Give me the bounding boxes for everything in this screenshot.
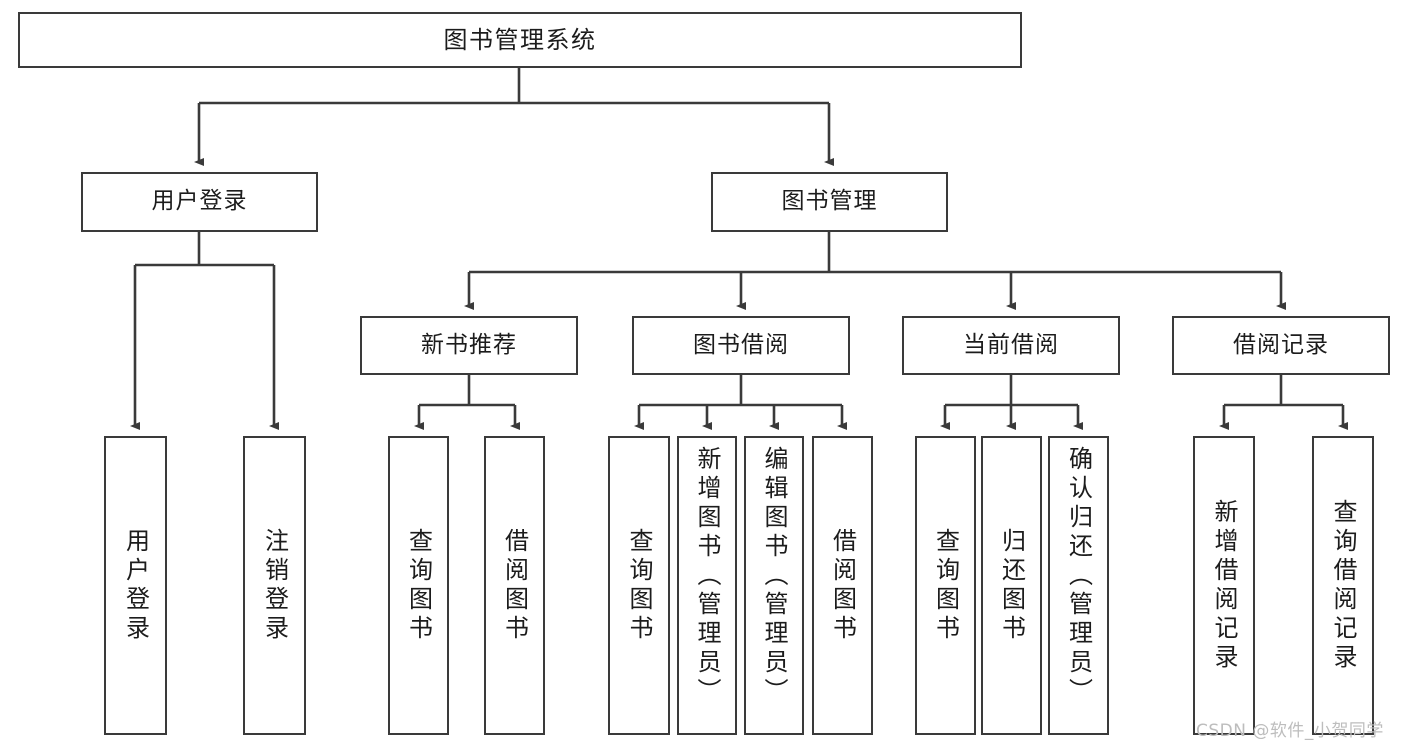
node-leaf-query-book-2[interactable]: 查询图书 [608,436,670,735]
node-label: 借阅图书 [500,527,529,644]
node-label: 确认归还（管理员） [1064,446,1093,707]
node-label: 查询借阅记录 [1329,498,1357,673]
node-label: 用户登录 [121,527,150,644]
node-label: 新增借阅记录 [1210,498,1238,673]
node-label: 用户登录 [151,188,248,215]
node-new-book-recommend[interactable]: 新书推荐 [360,316,578,375]
node-leaf-edit-book[interactable]: 编辑图书（管理员） [744,436,804,735]
node-leaf-borrow-book-2[interactable]: 借阅图书 [812,436,873,735]
node-leaf-logout-login[interactable]: 注销登录 [243,436,306,735]
node-label: 编辑图书（管理员） [760,446,788,707]
node-leaf-confirm-return[interactable]: 确认归还（管理员） [1048,436,1109,735]
node-leaf-borrow-book-1[interactable]: 借阅图书 [484,436,545,735]
node-label: 查询图书 [625,527,653,644]
node-label: 图书管理 [781,188,878,215]
node-borrow-record[interactable]: 借阅记录 [1172,316,1390,375]
node-root-system[interactable]: 图书管理系统 [18,12,1022,68]
node-label: 图书管理系统 [443,25,597,54]
node-label: 新增图书（管理员） [693,446,721,707]
node-label: 新书推荐 [421,331,517,358]
node-label: 图书借阅 [693,331,789,358]
csdn-watermark: CSDN @软件_小贺同学 [1196,721,1384,741]
node-label: 借阅图书 [828,527,857,644]
node-label: 查询图书 [931,527,960,644]
node-label: 借阅记录 [1233,331,1329,358]
node-label: 归还图书 [997,527,1026,644]
node-book-borrow[interactable]: 图书借阅 [632,316,850,375]
node-current-borrow[interactable]: 当前借阅 [902,316,1120,375]
node-leaf-query-book-1[interactable]: 查询图书 [388,436,449,735]
node-label: 注销登录 [260,527,289,644]
node-book-management[interactable]: 图书管理 [711,172,948,232]
node-label: 当前借阅 [963,331,1059,358]
node-label: 查询图书 [404,527,433,644]
node-leaf-query-book-3[interactable]: 查询图书 [915,436,976,735]
node-leaf-user-login[interactable]: 用户登录 [104,436,167,735]
node-leaf-add-book[interactable]: 新增图书（管理员） [677,436,737,735]
node-leaf-query-record[interactable]: 查询借阅记录 [1312,436,1374,735]
node-leaf-add-record[interactable]: 新增借阅记录 [1193,436,1255,735]
node-leaf-return-book[interactable]: 归还图书 [981,436,1042,735]
node-user-login[interactable]: 用户登录 [81,172,318,232]
